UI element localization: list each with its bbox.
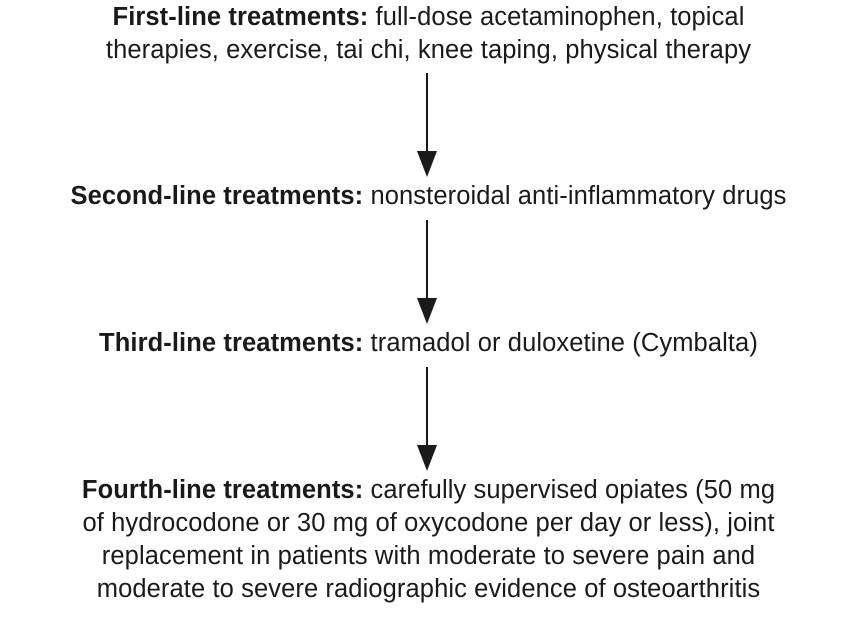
down-arrow-icon	[410, 220, 444, 324]
down-arrow-icon	[410, 73, 444, 177]
fourth-line-text-1: carefully supervised opiates (50 mg	[370, 476, 776, 504]
fourth-line-text-2: of hydrocodone or 30 mg of oxycodone per…	[82, 509, 775, 537]
fourth-line-text-3: replacement in patients with moderate to…	[101, 542, 756, 570]
second-line-label: Second-line treatments:	[70, 182, 364, 210]
second-line-step: Second-line treatments: nonsteroidal ant…	[0, 180, 857, 213]
fourth-line-step: Fourth-line treatments: carefully superv…	[0, 474, 857, 606]
second-line-heading-line: Second-line treatments: nonsteroidal ant…	[0, 180, 857, 213]
first-line-heading-line: First-line treatments: full-dose acetami…	[0, 1, 857, 34]
third-line-heading-line: Third-line treatments: tramadol or dulox…	[0, 327, 857, 360]
second-line-text-1: nonsteroidal anti-inflammatory drugs	[370, 182, 787, 210]
first-line-step: First-line treatments: full-dose acetami…	[0, 1, 857, 67]
third-line-label: Third-line treatments:	[99, 329, 364, 357]
fourth-line-text-4: moderate to severe radiographic evidence…	[96, 575, 761, 603]
down-arrow-icon	[410, 367, 444, 471]
third-line-step: Third-line treatments: tramadol or dulox…	[0, 327, 857, 360]
third-line-text-1: tramadol or duloxetine (Cymbalta)	[370, 329, 758, 357]
fourth-line-label: Fourth-line treatments:	[81, 476, 364, 504]
first-line-text-2: therapies, exercise, tai chi, knee tapin…	[105, 36, 752, 64]
first-line-text-1: full-dose acetaminophen, topical	[375, 3, 745, 31]
fourth-line-heading-line: Fourth-line treatments: carefully superv…	[0, 474, 857, 507]
first-line-label: First-line treatments:	[112, 3, 369, 31]
